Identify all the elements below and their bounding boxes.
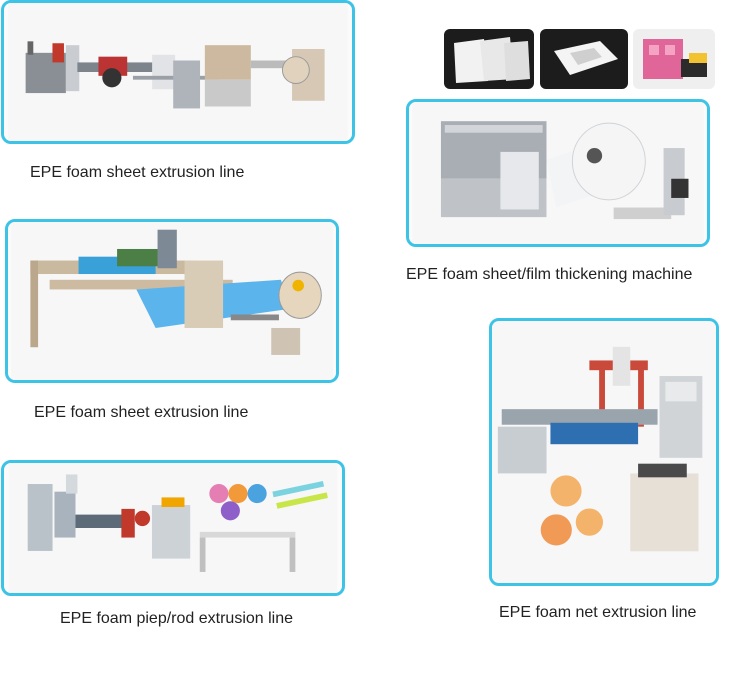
pink-foam-tray-icon	[633, 29, 715, 89]
caption-pipe-rod-extrusion-line: EPE foam piep/rod extrusion line	[60, 610, 294, 627]
thickening-machine-illustration	[412, 102, 704, 244]
caption-sheet-extrusion-line-2: EPE foam sheet extrusion line	[34, 404, 249, 421]
pipe-rod-extrusion-line-illustration	[8, 463, 338, 593]
extrusion-line-illustration	[8, 3, 348, 141]
product-image-thickening-machine[interactable]	[406, 99, 710, 247]
sheet-extrusion-line-illustration	[11, 222, 333, 380]
product-image-sheet-extrusion-line-2[interactable]	[5, 219, 339, 383]
net-extrusion-line-illustration	[492, 321, 716, 583]
product-image-net-extrusion-line[interactable]	[489, 318, 719, 586]
caption-thickening-machine: EPE foam sheet/film thickening machine	[406, 266, 693, 283]
caption-sheet-extrusion-line-1: EPE foam sheet extrusion line	[30, 164, 245, 181]
product-image-pipe-rod-extrusion-line[interactable]	[1, 460, 345, 596]
thumbnail-foam-packaging-insert[interactable]	[540, 29, 628, 89]
thumbnail-pink-foam-tray[interactable]	[633, 29, 715, 89]
thumbnail-white-foam-blocks[interactable]	[444, 29, 534, 89]
caption-net-extrusion-line: EPE foam net extrusion line	[499, 604, 697, 621]
white-foam-blocks-icon	[444, 29, 534, 89]
product-image-sheet-extrusion-line-1[interactable]	[1, 0, 355, 144]
foam-packaging-insert-icon	[540, 29, 628, 89]
